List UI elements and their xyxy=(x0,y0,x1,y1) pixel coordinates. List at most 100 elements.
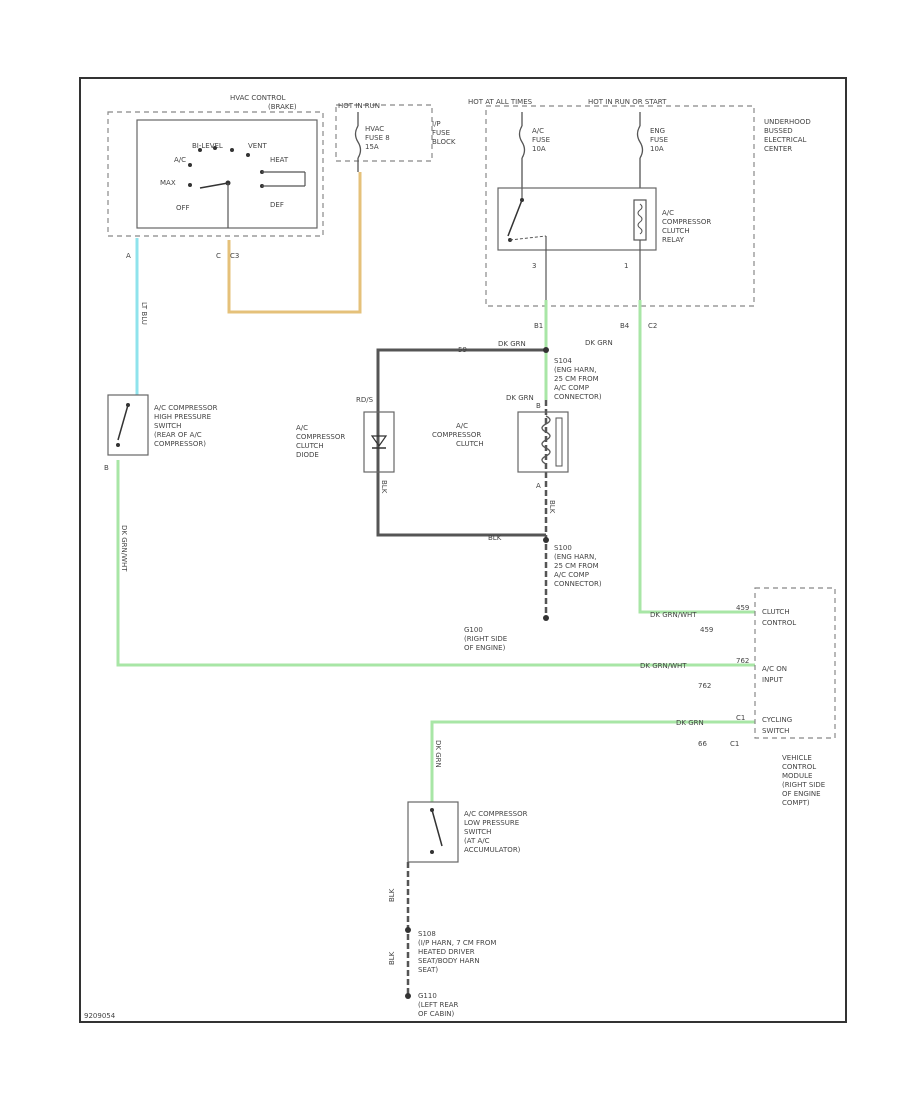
vcm-pin-459: 459 xyxy=(736,604,749,612)
wire-circuit-459: 459 xyxy=(700,626,713,634)
ubec-name-2: BUSSED xyxy=(764,127,793,135)
splice-s104-label-1: S104 xyxy=(554,357,572,365)
ground-g100-label-3: OF ENGINE) xyxy=(464,644,506,652)
splice-s108-label-3: HEATED DRIVER xyxy=(418,948,475,956)
relay-box xyxy=(497,187,657,251)
ubec-fuse-ac-icon xyxy=(518,112,526,188)
wire-pin-c1: C1 xyxy=(730,740,739,748)
splice-s100-dot xyxy=(543,537,549,543)
hvac-pin-c3: C3 xyxy=(230,252,239,260)
hvac-mode-heat: HEAT xyxy=(270,156,289,164)
wire-label-dk-grn-low: DK GRN xyxy=(434,740,442,768)
diode-box xyxy=(363,411,395,473)
splice-s100-label-1: S100 xyxy=(554,544,572,552)
low-pressure-switch-box xyxy=(407,801,459,863)
splice-s108-label-5: SEAT) xyxy=(418,966,438,974)
hvac-mode-def: DEF xyxy=(270,201,284,209)
splice-s104-dot xyxy=(543,347,549,353)
vcm-label-input: INPUT xyxy=(762,676,784,684)
ground-g110-dot xyxy=(405,993,411,999)
wire-dk-grn-low-switch: DK GRN DK GRN 66 C1 xyxy=(430,719,755,802)
ground-g100-label-2: (RIGHT SIDE xyxy=(464,635,507,643)
ubec-fuse-eng-icon xyxy=(636,112,644,188)
vcm-pin-c1: C1 xyxy=(736,714,745,722)
diode-wire-bot: BLK xyxy=(380,480,388,494)
ground-g110-label-2: (LEFT REAR xyxy=(418,1001,459,1009)
high-pressure-switch-box xyxy=(107,394,149,456)
splice-s104-label-2: (ENG HARN, xyxy=(554,366,596,374)
ground-g100-label-1: G100 xyxy=(464,626,483,634)
ground-g110-label-3: OF CABIN) xyxy=(418,1010,455,1018)
low-switch-label-1: A/C COMPRESSOR xyxy=(464,810,528,818)
low-switch-label-3: SWITCH xyxy=(464,828,491,836)
wire-label-dk-grn-wht-1: DK GRN/WHT xyxy=(650,611,697,619)
high-switch-label-5: COMPRESSOR) xyxy=(154,440,206,448)
clutch-label-2: COMPRESSOR xyxy=(432,431,481,439)
ip-fuse-amps: 15A xyxy=(365,143,379,151)
hvac-mode-ac: A/C xyxy=(174,156,186,164)
low-switch-label-5: ACCUMULATOR) xyxy=(464,846,521,854)
wire-circuit-66: 66 xyxy=(698,740,707,748)
ubec-hot-in-run: HOT IN RUN OR START xyxy=(588,98,667,106)
splice-s108-label-2: (I/P HARN, 7 CM FROM xyxy=(418,939,496,947)
ubec-fuse-eng-amps: 10A xyxy=(650,145,664,153)
vcm-pin-762: 762 xyxy=(736,657,749,665)
diagram-frame xyxy=(79,77,847,1023)
splice-s108-dot xyxy=(405,927,411,933)
splice-s100-label-2: (ENG HARN, xyxy=(554,553,596,561)
ground-g100-dot xyxy=(543,615,549,621)
ubec-name-3: ELECTRICAL xyxy=(764,136,807,144)
ip-fuse-number: FUSE 8 xyxy=(365,134,390,142)
hvac-mode-max: MAX xyxy=(160,179,176,187)
ip-fuse-name: HVAC xyxy=(365,125,384,133)
hvac-control-box xyxy=(107,111,324,237)
relay-label-2: COMPRESSOR xyxy=(662,218,711,226)
ip-fuse-hot-label: HOT IN RUN xyxy=(338,102,380,110)
ubec-box xyxy=(485,105,755,307)
wire-label-blk-low-1: BLK xyxy=(388,888,396,902)
low-switch-label-2: LOW PRESSURE xyxy=(464,819,519,827)
splice-s100-label-3: 25 CM FROM xyxy=(554,562,599,570)
wire-label-lt-blu: LT BLU xyxy=(140,302,148,325)
splice-s108-label-1: S108 xyxy=(418,930,436,938)
ground-g110-label-1: G110 xyxy=(418,992,437,1000)
clutch-coil-icon xyxy=(541,415,563,467)
relay-label-3: CLUTCH xyxy=(662,227,690,235)
wire-label-blk-1: BLK xyxy=(488,534,502,542)
ubec-hot-at-all: HOT AT ALL TIMES xyxy=(468,98,533,106)
vcm-label-control: CONTROL xyxy=(762,619,796,627)
hvac-mode-vent: VENT xyxy=(248,142,267,150)
wire-label-dk-grn-cycling: DK GRN xyxy=(676,719,704,727)
ubec-pin-b4: B4 xyxy=(620,322,630,330)
vcm-name-4: (RIGHT SIDE xyxy=(782,781,825,789)
splice-s108-label-4: SEAT/BODY HARN xyxy=(418,957,480,965)
high-switch-label-1: A/C COMPRESSOR xyxy=(154,404,218,412)
vcm-name-6: COMPT) xyxy=(782,799,810,807)
splice-s104-label-5: CONNECTOR) xyxy=(554,393,602,401)
vcm-label-switch: SWITCH xyxy=(762,727,789,735)
ubec-name-4: CENTER xyxy=(764,145,792,153)
hvac-pin-c: C xyxy=(216,252,221,260)
vcm-label-clutch: CLUTCH xyxy=(762,608,790,616)
ip-fuse-block-label-2: FUSE xyxy=(432,129,450,137)
splice-s100-label-5: CONNECTOR) xyxy=(554,580,602,588)
hvac-control-title: HVAC CONTROL xyxy=(230,94,286,102)
relay-pin-1: 1 xyxy=(624,262,628,270)
diagram-code: 9209054 xyxy=(84,1012,116,1020)
splice-s100-label-4: A/C COMP xyxy=(554,571,589,579)
wire-label-blk-low-2: BLK xyxy=(388,951,396,965)
ubec-fuse-eng-fuse: FUSE xyxy=(650,136,668,144)
ubec-name-1: UNDERHOOD xyxy=(764,118,811,126)
mode-selector-switch-icon xyxy=(188,146,306,228)
wire-label-dk-grn-wht-3: DK GRN/WHT xyxy=(640,662,687,670)
clutch-label-3: CLUTCH xyxy=(456,440,484,448)
ubec-pin-c2: C2 xyxy=(648,322,657,330)
ubec-fuse-ac-fuse: FUSE xyxy=(532,136,550,144)
low-pressure-switch-icon xyxy=(430,808,443,854)
hvac-pin-a: A xyxy=(126,252,131,260)
wire-label-dk-grn-1: DK GRN xyxy=(498,340,526,348)
hvac-control-inner xyxy=(136,119,318,229)
hvac-control-sub: (BRAKE) xyxy=(268,103,297,111)
ubec-fuse-ac-name: A/C xyxy=(532,127,544,135)
wire-lt-blu: LT BLU xyxy=(135,238,148,395)
